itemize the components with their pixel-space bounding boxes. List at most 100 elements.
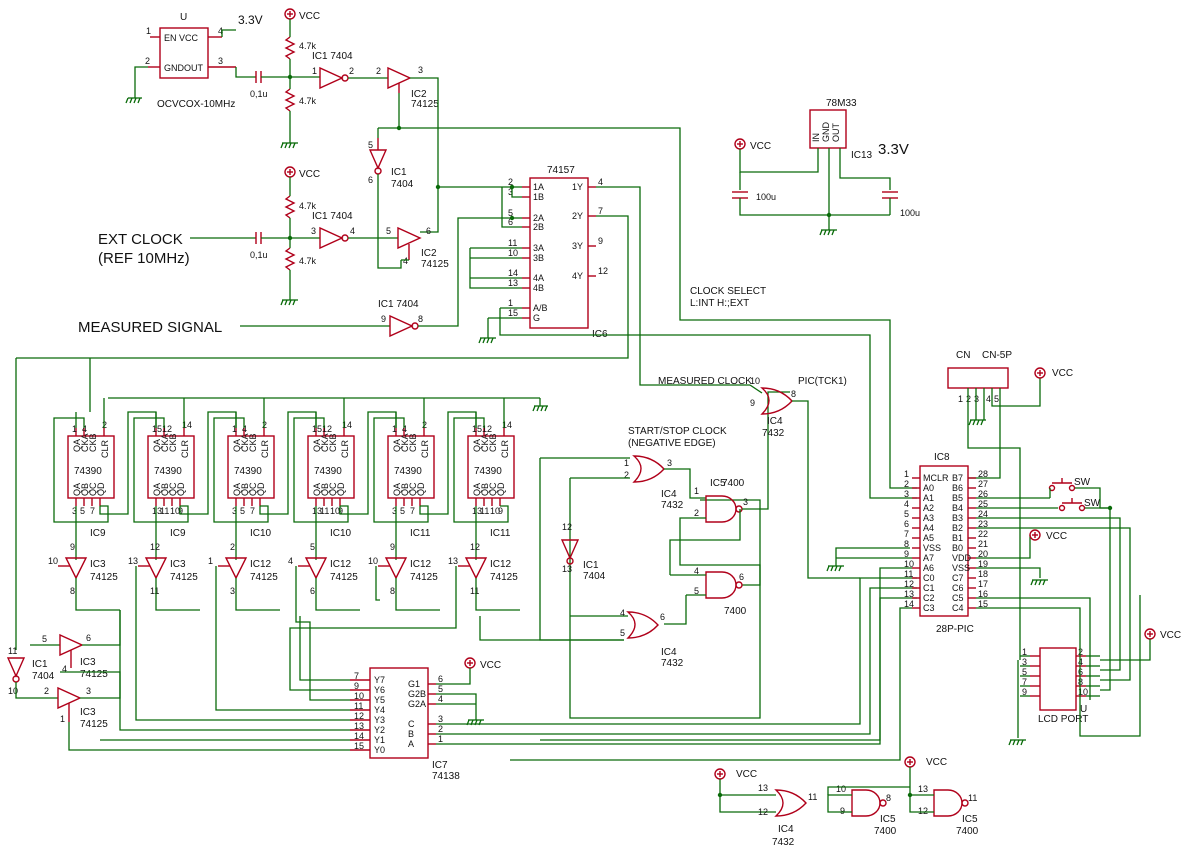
svg-text:A6: A6	[923, 563, 934, 573]
svg-text:QB: QB	[320, 483, 330, 496]
svg-text:IC1 7404: IC1 7404	[312, 51, 353, 62]
svg-text:9: 9	[904, 549, 909, 559]
svg-text:5: 5	[620, 628, 625, 638]
svg-text:CKB: CKB	[88, 433, 98, 452]
mux-out-pin-name: 4Y	[572, 271, 583, 281]
vcc-divider-2: VCC 4.7k 4.7k	[280, 166, 320, 306]
svg-text:1: 1	[624, 458, 629, 468]
svg-text:11: 11	[904, 569, 913, 579]
buffer-part: 74125	[250, 572, 278, 583]
svg-text:25: 25	[978, 499, 988, 509]
svg-text:VCC: VCC	[736, 769, 757, 780]
svg-text:CKB: CKB	[488, 433, 498, 452]
svg-text:11: 11	[320, 506, 329, 516]
svg-text:QA: QA	[232, 439, 242, 452]
svg-text:QA: QA	[232, 483, 242, 496]
ic2-buffer-top: 3 IC2 74125	[377, 65, 917, 489]
counter-part: 74390	[474, 466, 502, 477]
svg-text:1: 1	[146, 26, 151, 36]
svg-text:A4: A4	[923, 523, 934, 533]
svg-text:QC: QC	[408, 482, 418, 496]
svg-text:12: 12	[482, 424, 492, 434]
svg-text:MCLR: MCLR	[923, 473, 949, 483]
svg-text:IC1 7404: IC1 7404	[312, 211, 353, 222]
svg-text:B: B	[408, 729, 414, 739]
svg-text:Y4: Y4	[374, 705, 385, 715]
svg-text:IC5: IC5	[880, 814, 896, 825]
svg-text:Y1: Y1	[374, 735, 385, 745]
buffer-part: 74125	[330, 572, 358, 583]
svg-text:QA: QA	[392, 483, 402, 496]
svg-text:74125: 74125	[411, 99, 439, 110]
svg-text:CLR: CLR	[500, 439, 510, 458]
buffer-ic-label: IC12	[250, 559, 272, 570]
svg-text:5: 5	[386, 226, 391, 236]
svg-text:8: 8	[904, 539, 909, 549]
svg-text:A7: A7	[923, 553, 934, 563]
svg-text:10: 10	[354, 691, 364, 701]
svg-text:LCD PORT: LCD PORT	[1038, 714, 1088, 725]
svg-text:VDD: VDD	[952, 553, 972, 563]
svg-text:13: 13	[354, 721, 364, 731]
svg-text:5: 5	[694, 586, 699, 596]
counter-part: 74390	[154, 466, 182, 477]
svg-text:6: 6	[368, 175, 373, 185]
svg-text:13: 13	[472, 506, 482, 516]
svg-text:13: 13	[312, 506, 322, 516]
svg-text:4: 4	[403, 256, 408, 266]
svg-text:A5: A5	[923, 533, 934, 543]
svg-text:8: 8	[70, 586, 75, 596]
svg-text:IC1: IC1	[32, 659, 48, 670]
counter-ic-label: IC11	[410, 528, 431, 539]
svg-text:QC: QC	[88, 482, 98, 496]
mux-pin-num: 10	[508, 248, 518, 258]
svg-text:100u: 100u	[900, 208, 920, 218]
counter-ic-label: IC11	[490, 528, 511, 539]
svg-text:QC: QC	[488, 482, 498, 496]
gate-ic4-or-b: 45 6 IC4 7432	[570, 608, 684, 669]
svg-text:QA: QA	[472, 439, 482, 452]
mux-pin-num: 14	[508, 268, 518, 278]
svg-text:5: 5	[240, 506, 245, 516]
svg-text:5: 5	[1022, 667, 1027, 677]
counter-ic-label: IC10	[330, 528, 352, 539]
svg-text:7400: 7400	[724, 606, 747, 617]
svg-text:14: 14	[182, 420, 192, 430]
svg-text:1: 1	[694, 486, 699, 496]
mux-pin-num: 11	[508, 238, 517, 248]
svg-text:5: 5	[994, 394, 999, 404]
svg-text:12: 12	[758, 807, 768, 817]
svg-text:1: 1	[958, 394, 963, 404]
svg-text:4: 4	[62, 664, 67, 674]
svg-text:IC7: IC7	[432, 760, 448, 771]
svg-text:B3: B3	[952, 513, 963, 523]
svg-text:VCC: VCC	[299, 11, 320, 22]
svg-text:10: 10	[330, 506, 340, 516]
svg-text:7432: 7432	[772, 837, 795, 848]
svg-text:SW: SW	[1074, 477, 1091, 488]
mux-out-pin-name: 1Y	[572, 182, 583, 192]
mux-pin-name: 1A	[533, 182, 544, 192]
svg-text:SW: SW	[1084, 498, 1101, 509]
svg-text:10: 10	[368, 556, 378, 566]
svg-text:12: 12	[322, 424, 332, 434]
svg-text:START/STOP CLOCK: START/STOP CLOCK	[628, 426, 727, 437]
svg-text:4.7k: 4.7k	[299, 256, 317, 266]
mux-pin-num: 3	[508, 187, 513, 197]
mux-pin-num: 5	[508, 208, 513, 218]
osc-pin-gnd-out: GNDOUT	[164, 63, 203, 73]
svg-text:4: 4	[218, 26, 223, 36]
switches: SW SW	[976, 477, 1113, 691]
buffer-part: 74125	[410, 572, 438, 583]
svg-text:7400: 7400	[956, 826, 979, 837]
svg-text:10: 10	[750, 376, 760, 386]
buffer-ic-label: IC3	[90, 559, 106, 570]
svg-text:QB: QB	[400, 483, 410, 496]
